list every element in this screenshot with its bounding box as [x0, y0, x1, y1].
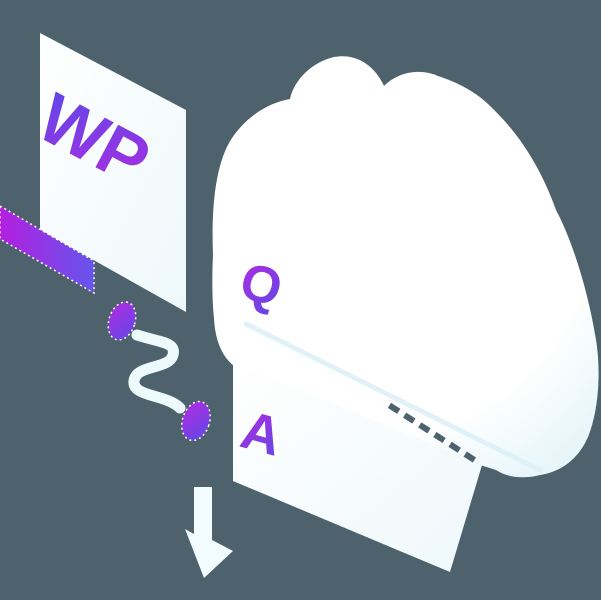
connector-dot-bottom: [181, 400, 211, 442]
card-cloud-dashed-seam: [387, 402, 481, 466]
down-arrow-icon: [185, 487, 233, 578]
squiggle-connector: [128, 329, 186, 414]
cloud-icon: [212, 56, 599, 478]
gradient-bar: [0, 205, 95, 295]
answer-card: [233, 362, 482, 572]
wp-card: [40, 33, 186, 312]
cloud-seam-line: [243, 321, 543, 473]
